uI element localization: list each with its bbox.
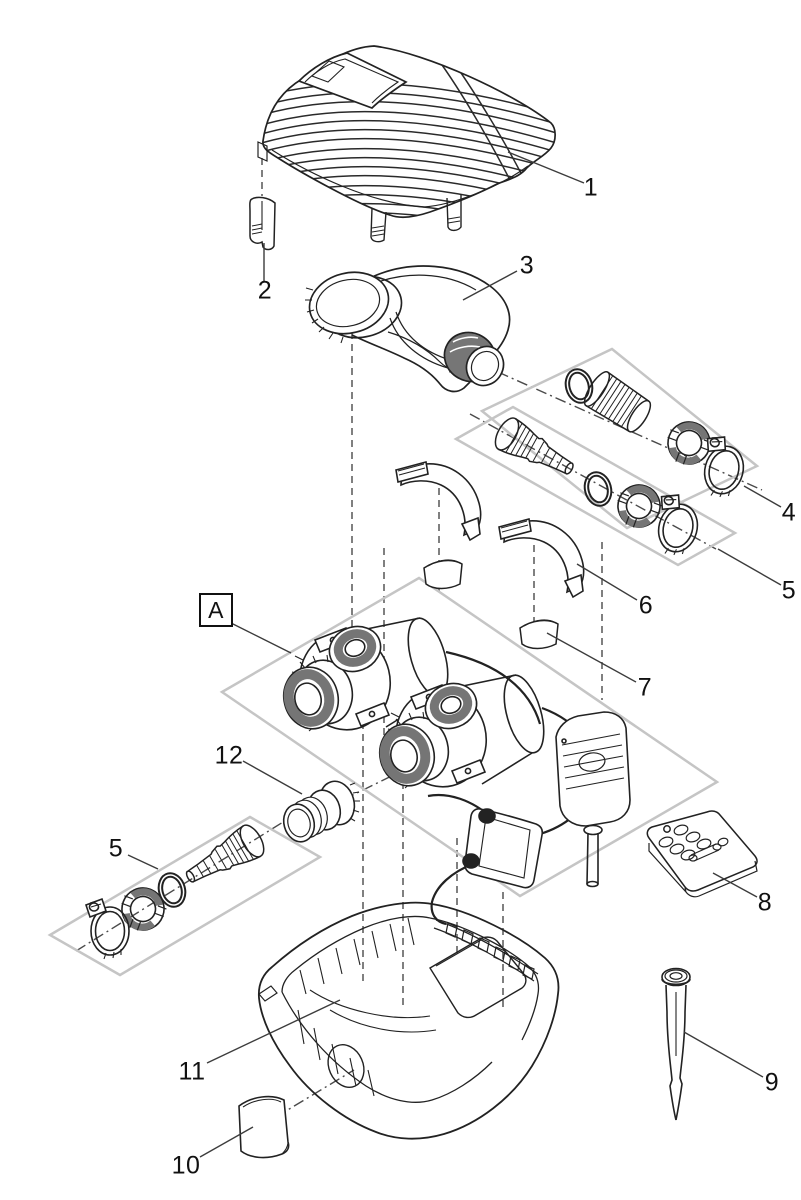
callout-label-3: 3	[519, 251, 535, 280]
callout-label-7: 7	[637, 673, 653, 702]
callout-label-11: 11	[178, 1057, 206, 1086]
leader-12	[242, 760, 303, 795]
leader-1	[507, 151, 585, 184]
remote-control-drawing	[646, 810, 758, 898]
saddle-clip-lower	[519, 619, 559, 650]
group-outline-boxes	[47, 347, 760, 977]
leader-9	[683, 1031, 764, 1078]
leader-3	[462, 270, 518, 301]
callout-label-5-left: 5	[108, 834, 124, 863]
callout-label-2: 2	[257, 276, 273, 305]
pump-assembly-drawing	[277, 614, 631, 926]
callout-label-10: 10	[171, 1151, 201, 1180]
kit-4-group-box	[479, 347, 760, 530]
callout-label-12: 12	[214, 741, 244, 770]
cover-flap-drawing	[238, 1095, 290, 1159]
alignment-dashed-lines	[261, 158, 603, 1010]
kit-5-right-group-box	[453, 405, 738, 567]
retaining-clip-drawing	[249, 196, 276, 251]
kit-5-left-group-box	[47, 815, 323, 977]
callout-label-9: 9	[764, 1068, 780, 1097]
leader-8	[712, 872, 758, 898]
leader-7	[546, 632, 637, 683]
leader-5-left	[127, 854, 159, 870]
callout-label-8: 8	[757, 888, 773, 917]
callout-label-6: 6	[638, 591, 654, 620]
callout-label-4: 4	[781, 498, 797, 527]
leader-5-right	[717, 548, 782, 586]
bottom-housing-drawing	[257, 901, 560, 1140]
handle-bracket-drawings	[395, 461, 585, 599]
leader-11	[206, 999, 341, 1064]
transformer-drawing	[555, 711, 631, 888]
assembly-a-group-box	[219, 576, 720, 898]
leader-10	[199, 1126, 254, 1158]
handle-bracket-upper	[395, 461, 482, 542]
leader-4	[743, 485, 782, 508]
inlet-connector-drawing	[282, 780, 360, 843]
pump-unit-2-drawing	[373, 671, 551, 797]
callout-label-1: 1	[583, 173, 599, 202]
leader-assembly-a	[228, 621, 292, 654]
ground-stake-drawing	[661, 967, 691, 1121]
junction-box-drawing	[462, 808, 544, 889]
saddle-clip-upper	[423, 559, 463, 590]
handle-bracket-lower	[498, 518, 585, 599]
callout-label-5-right: 5	[781, 576, 797, 605]
pump-cover-drawing	[257, 45, 556, 243]
outlet-elbow-drawing	[305, 265, 511, 393]
callout-label-assembly-a: A	[199, 593, 233, 627]
leader-6	[576, 563, 638, 601]
callout-leader-lines	[127, 151, 782, 1158]
saddle-clip-drawings	[423, 559, 559, 650]
